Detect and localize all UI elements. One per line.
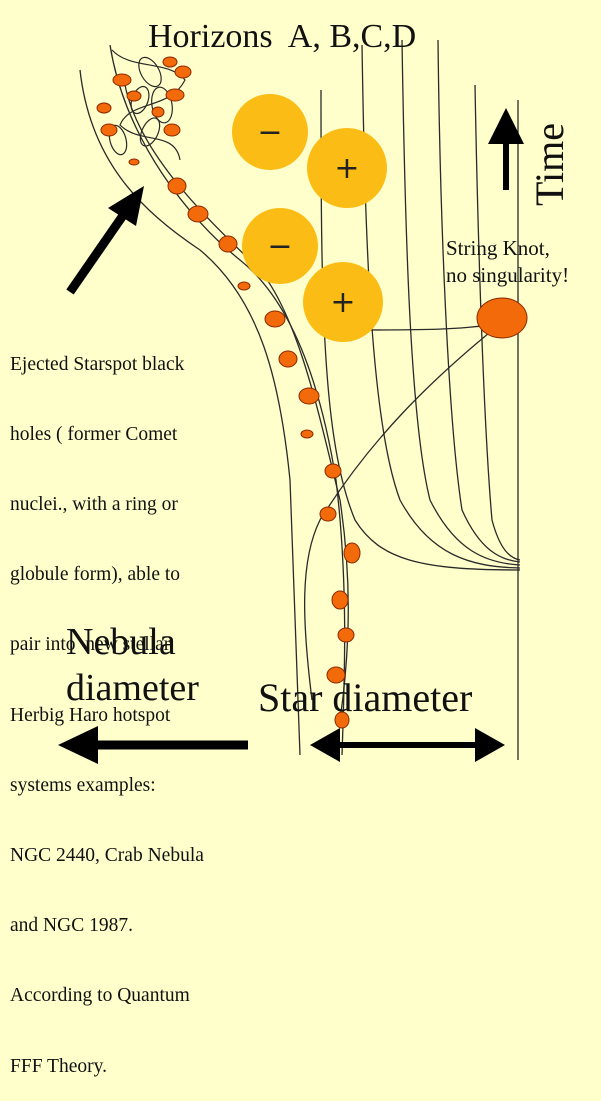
negative-charge-circle: [232, 94, 308, 170]
ring-thread: [111, 49, 186, 161]
nebula-arrow-icon: [58, 726, 98, 764]
starspot: [128, 158, 140, 166]
description-line: Ejected Starspot black: [10, 353, 185, 375]
star-diameter-label: Star diameter: [258, 675, 473, 720]
string-knot-label: String Knot,no singularity!: [446, 235, 569, 289]
horizon-line-1: [320, 89, 521, 571]
description-line: holes ( former Comet: [10, 423, 178, 445]
starspot: [278, 350, 298, 368]
starspot: [174, 65, 192, 79]
starspot: [300, 429, 314, 439]
starspot: [167, 177, 187, 195]
starspots: [96, 56, 361, 729]
description-line: Herbig Haro hotspot: [10, 704, 171, 726]
ring: [139, 117, 161, 147]
time-label: Time: [527, 122, 572, 206]
starspot: [319, 506, 337, 522]
starspot: [187, 205, 209, 223]
starspot: [334, 711, 350, 729]
starspot: [100, 123, 118, 137]
nebula-inner-line: [109, 44, 346, 756]
starspot: [165, 88, 185, 102]
arrows: [58, 108, 524, 764]
ring: [151, 86, 173, 124]
starspot: [326, 666, 346, 684]
charge-sign: −: [257, 115, 282, 150]
diagram-title: Horizons A, B,C,D: [148, 18, 417, 55]
star-arrow-right-icon: [475, 728, 505, 762]
ring: [138, 56, 162, 88]
starspot: [151, 106, 165, 118]
negative-charge-circle: [242, 208, 318, 284]
star-arrow-left-icon: [310, 728, 340, 762]
nebula-outer-line: [79, 69, 301, 756]
starspot: [163, 123, 181, 137]
nebula-label-line: diameter: [66, 666, 199, 709]
starspot: [331, 590, 349, 610]
starspot: [264, 310, 286, 328]
diagram-canvas: − + − +: [58, 39, 528, 764]
charge-sign: +: [330, 285, 355, 320]
nebula-label-line: Nebula: [66, 621, 176, 663]
positive-charge-circle: [303, 262, 383, 342]
description-line: FFF Theory.: [10, 1055, 107, 1077]
positive-charge-circle: [307, 128, 387, 208]
string-knot: [476, 297, 528, 339]
starspot: [96, 102, 112, 114]
string-knot-line: String Knot,: [446, 236, 550, 260]
starspot: [324, 463, 342, 479]
description-line: pair into new stellar: [10, 634, 171, 656]
description-line: NGC 2440, Crab Nebula: [10, 844, 204, 866]
starspot: [298, 387, 320, 405]
description-line: globule form), able to: [10, 564, 181, 586]
starspot: [337, 627, 355, 643]
charge-sign: +: [334, 151, 359, 186]
starspot: [237, 281, 251, 291]
horizon-line-3: [401, 39, 521, 566]
starspot: [343, 542, 361, 564]
horizon-line-5: [474, 84, 521, 561]
pointer-arrow-icon: [108, 186, 144, 226]
time-arrow-icon: [488, 108, 524, 144]
charge-sign: −: [267, 229, 292, 264]
horizon-line-4: [437, 39, 521, 563]
starspot: [162, 56, 178, 68]
pointer-arrow-shaft: [66, 211, 128, 295]
starspot: [112, 73, 132, 87]
description-line: systems examples:: [10, 774, 156, 796]
description-line: According to Quantum: [10, 985, 190, 1007]
starspot: [218, 235, 238, 253]
charge-circles: − + − +: [232, 94, 387, 342]
string-knot-line: no singularity!: [446, 262, 570, 287]
description-line: and NGC 1987.: [10, 915, 133, 937]
starspot: [126, 90, 142, 102]
description-line: nuclei., with a ring or: [10, 494, 178, 516]
